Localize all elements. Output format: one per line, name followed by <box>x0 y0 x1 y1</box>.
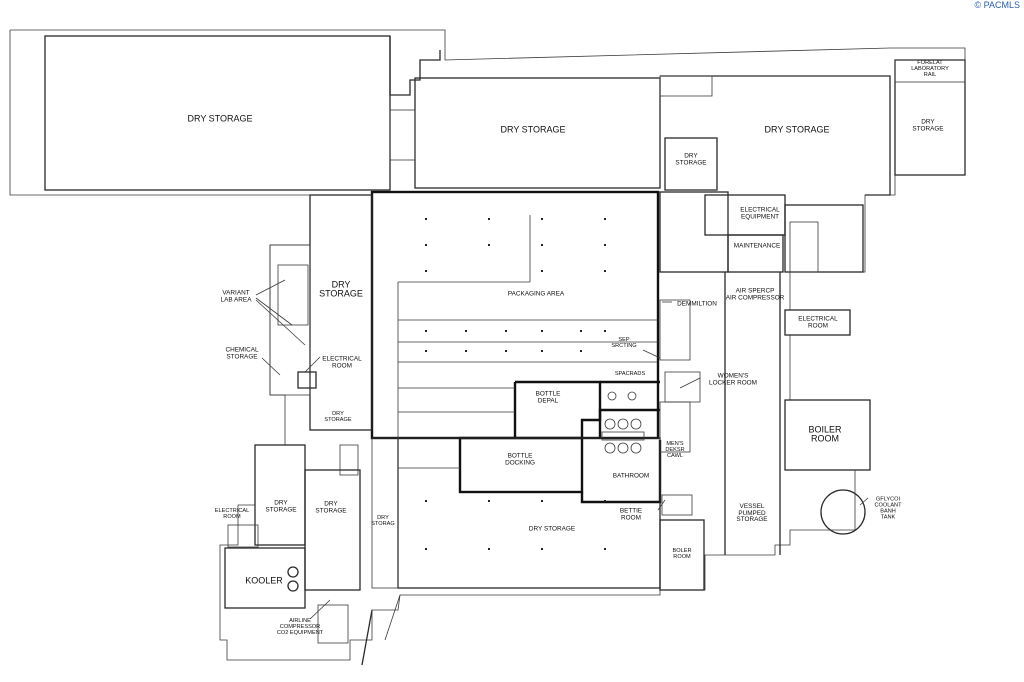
room-dry-storage-11: DRY STORAG <box>371 515 395 527</box>
room-bathroom: BATHROOM <box>612 472 650 480</box>
room-womens-locker: WOMEN'S LOCKER ROOM <box>709 372 757 386</box>
room-boiler-1: BOILER ROOM <box>808 424 842 444</box>
room-chemical-storage: CHEMICAL STORAGE <box>225 346 259 360</box>
room-mens-locker: MEN'S DEKSR CAWL <box>665 441 685 459</box>
room-dry-storage-10: DRY STORAGE <box>315 500 347 514</box>
room-dry-storage-8: DRY STORAGE <box>324 411 352 423</box>
room-dry-storage-5: DRY STORAGE <box>912 118 944 132</box>
watermark: © PACMLS <box>974 0 1020 10</box>
room-airline-compressor: AIRLINE COMPRESSOR CO2 EQUIPMENT <box>276 618 324 636</box>
room-kooler: KOOLER <box>245 575 283 586</box>
room-electrical-room-right: ELECTRICAL ROOM <box>798 315 838 329</box>
room-variant-lab-area: VARIANT LAB AREA <box>220 289 252 303</box>
room-bottle-docking: BOTTLE DOCKING <box>505 452 535 466</box>
room-dry-storage-7: DRY STORAGE <box>319 279 363 299</box>
room-electrical-equipment: ELECTRICAL EQUIPMENT <box>740 206 780 220</box>
room-air-compressor: AIR SPERCP AIR COMPRESSOR <box>725 287 785 301</box>
room-packaging-area: PACKAGING AREA <box>507 290 565 298</box>
room-electrical-room-left: ELECTRICAL ROOM <box>322 355 362 369</box>
room-maintenance: MAINTENANCE <box>733 242 781 250</box>
room-dry-storage-2: DRY STORAGE <box>500 124 566 135</box>
room-spacrads: SPACRADS <box>614 371 646 378</box>
room-demmiltion: DEMMILTION <box>677 300 717 308</box>
room-dry-storage-4: DRY STORAGE <box>675 152 707 166</box>
room-vessel-pumped-storage: VESSEL PUMPED STORAGE <box>736 502 768 524</box>
room-boiler-2: BOLER ROOM <box>672 548 692 560</box>
room-electrical-room-small: ELECTRICAL ROOM <box>214 508 250 520</box>
room-dry-storage-9: DRY STORAGE <box>265 499 297 513</box>
room-forelat-laboratory: FORELAT LABORATORY RAIL <box>911 60 949 78</box>
room-bottle-depal: BOTTLE DEPAL <box>535 390 561 404</box>
room-sep-sorting: SEP SRCTING <box>611 337 637 349</box>
room-glycol-coolant-tank: GFLYCOI COOLANT BANH TANK <box>874 496 902 520</box>
room-dry-storage-1: DRY STORAGE <box>187 113 253 124</box>
room-dry-storage-main: DRY STORAGE <box>528 525 576 533</box>
room-bettie-room: BETTIE ROOM <box>619 507 643 521</box>
room-dry-storage-3: DRY STORAGE <box>764 124 830 135</box>
